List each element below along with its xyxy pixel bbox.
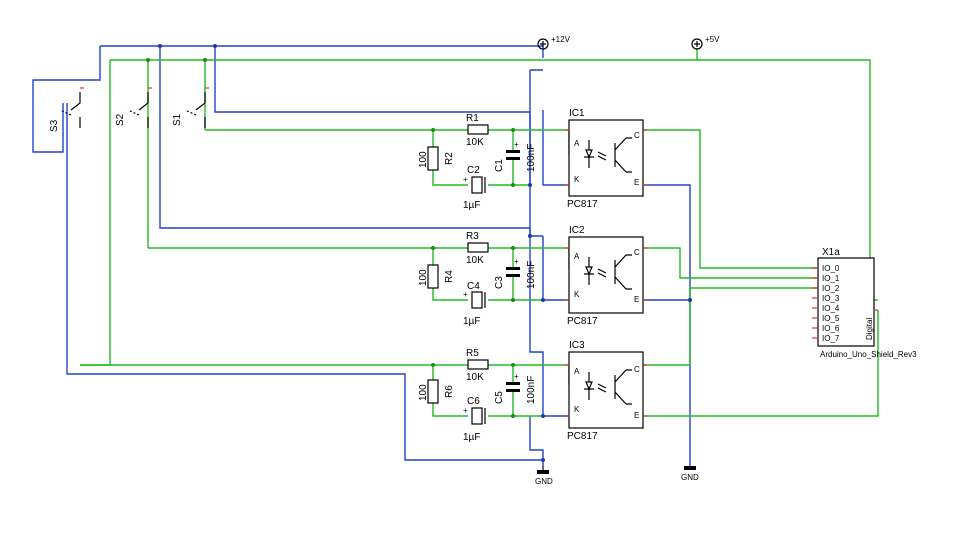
optocoupler-ic1: IC1 PC817 A K C E bbox=[565, 108, 647, 210]
supply-5v-label: +5V bbox=[705, 35, 720, 44]
resistor-r3-value: 10K bbox=[466, 255, 484, 266]
capacitor-c6-name: C6 bbox=[467, 396, 480, 407]
capacitor-c2-name: C2 bbox=[467, 165, 480, 176]
resistor-r4 bbox=[427, 264, 439, 289]
supply-12v-label: +12V bbox=[551, 35, 571, 44]
svg-text:C: C bbox=[634, 248, 640, 257]
resistor-r4-name: R4 bbox=[444, 270, 455, 283]
svg-text:C: C bbox=[634, 365, 640, 374]
supply-5v: +5V bbox=[691, 35, 720, 50]
connector-name: X1a bbox=[822, 247, 840, 258]
connector-pin-io7: IO_7 bbox=[822, 334, 840, 343]
capacitor-c1-value: 100nF bbox=[526, 144, 537, 172]
switch-s1-label: S1 bbox=[172, 113, 183, 126]
resistor-r5 bbox=[467, 359, 489, 370]
connector-pin-io2: IO_2 bbox=[822, 284, 840, 293]
resistor-r2 bbox=[427, 146, 439, 171]
resistor-r2-name: R2 bbox=[444, 152, 455, 165]
svg-text:+: + bbox=[463, 290, 468, 299]
connector-pin-io0: IO_0 bbox=[822, 264, 840, 273]
svg-text:A: A bbox=[574, 252, 580, 261]
svg-text:A: A bbox=[574, 367, 580, 376]
resistor-r1-name: R1 bbox=[466, 113, 479, 124]
resistor-r2-value: 100 bbox=[418, 151, 429, 168]
capacitor-c5-name: C5 bbox=[494, 391, 505, 404]
svg-text:E: E bbox=[634, 295, 639, 304]
switch-s2-label: S2 bbox=[115, 113, 126, 126]
connector-pin-io3: IO_3 bbox=[822, 294, 840, 303]
optocoupler-ic1-name: IC1 bbox=[569, 108, 585, 119]
connector-pin-io4: IO_4 bbox=[822, 304, 840, 313]
capacitor-c2-value: 1µF bbox=[463, 200, 480, 211]
svg-text:K: K bbox=[574, 175, 580, 184]
capacitor-c5-value: 100nF bbox=[526, 376, 537, 404]
optocoupler-ic1-part: PC817 bbox=[567, 199, 598, 210]
optocoupler-ic3-part: PC817 bbox=[567, 431, 598, 442]
svg-text:+: + bbox=[514, 257, 519, 266]
optocoupler-ic3: IC3 PC817 A K C E bbox=[565, 340, 647, 442]
channel-3: R5 10K 100 R6 + C5 100nF + C6 1µF IC3 PC… bbox=[418, 340, 647, 443]
svg-text:E: E bbox=[634, 411, 639, 420]
channel-1: R1 10K 100 R2 + C1 100nF + C2 1µF IC1 PC… bbox=[418, 108, 647, 211]
capacitor-c4: + bbox=[463, 290, 486, 309]
capacitor-c1: + bbox=[506, 140, 520, 160]
capacitor-c4-name: C4 bbox=[467, 281, 480, 292]
optocoupler-ic2: IC2 PC817 A K C E bbox=[565, 225, 647, 327]
junction-dots-green bbox=[146, 58, 515, 418]
capacitor-c4-value: 1µF bbox=[463, 316, 480, 327]
capacitor-c5: + bbox=[506, 372, 520, 392]
blue-wires bbox=[32, 45, 691, 466]
connector-pin-io6: IO_6 bbox=[822, 324, 840, 333]
connector-side-label: Digital bbox=[865, 318, 874, 340]
switch-s3-label: S3 bbox=[49, 119, 60, 132]
svg-text:E: E bbox=[634, 178, 639, 187]
capacitor-c3-value: 100nF bbox=[526, 261, 537, 289]
capacitor-c2: + bbox=[463, 175, 486, 194]
connector-pin-io5: IO_5 bbox=[822, 314, 840, 323]
svg-text:A: A bbox=[574, 139, 580, 148]
capacitor-c6: + bbox=[463, 406, 486, 425]
svg-text:K: K bbox=[574, 405, 580, 414]
resistor-r6-value: 100 bbox=[418, 384, 429, 401]
channel-2: R3 10K 100 R4 + C3 100nF + C4 1µF IC2 PC… bbox=[418, 225, 647, 327]
supply-12v: +12V bbox=[537, 35, 571, 50]
ground-symbol-2: GND bbox=[681, 466, 699, 482]
svg-text:+: + bbox=[463, 175, 468, 184]
resistor-r4-value: 100 bbox=[418, 269, 429, 286]
resistor-r5-value: 10K bbox=[466, 372, 484, 383]
resistor-r6-name: R6 bbox=[444, 385, 455, 398]
resistor-r1-value: 10K bbox=[466, 137, 484, 148]
optocoupler-ic3-name: IC3 bbox=[569, 340, 585, 351]
switch-s1: S1 bbox=[172, 87, 209, 128]
capacitor-c6-value: 1µF bbox=[463, 432, 480, 443]
svg-text:+: + bbox=[514, 140, 519, 149]
resistor-r3 bbox=[467, 242, 489, 253]
resistor-r6 bbox=[427, 379, 439, 404]
ground-symbol-1: GND bbox=[535, 466, 553, 486]
svg-text:+: + bbox=[514, 372, 519, 381]
capacitor-c3: + bbox=[506, 257, 520, 277]
optocoupler-ic2-part: PC817 bbox=[567, 316, 598, 327]
junction-dots bbox=[158, 44, 692, 462]
arduino-connector: X1a IO_0 IO_1 IO_2 IO_3 IO_4 IO_5 IO_6 I… bbox=[812, 247, 917, 359]
resistor-r5-name: R5 bbox=[466, 348, 479, 359]
connector-pins bbox=[812, 267, 818, 339]
svg-text:+: + bbox=[463, 406, 468, 415]
switch-s3: S3 bbox=[49, 87, 84, 132]
capacitor-c1-name: C1 bbox=[494, 159, 505, 172]
resistor-r3-name: R3 bbox=[466, 231, 479, 242]
capacitor-c3-name: C3 bbox=[494, 276, 505, 289]
gnd-label-1: GND bbox=[535, 477, 553, 486]
svg-text:C: C bbox=[634, 131, 640, 140]
svg-text:K: K bbox=[574, 290, 580, 299]
gnd-label-2: GND bbox=[681, 473, 699, 482]
resistor-r1 bbox=[467, 124, 489, 135]
switch-s2: S2 bbox=[115, 87, 152, 128]
connector-part-label: Arduino_Uno_Shield_Rev3 bbox=[820, 350, 917, 359]
connector-pin-io1: IO_1 bbox=[822, 274, 840, 283]
optocoupler-ic2-name: IC2 bbox=[569, 225, 585, 236]
